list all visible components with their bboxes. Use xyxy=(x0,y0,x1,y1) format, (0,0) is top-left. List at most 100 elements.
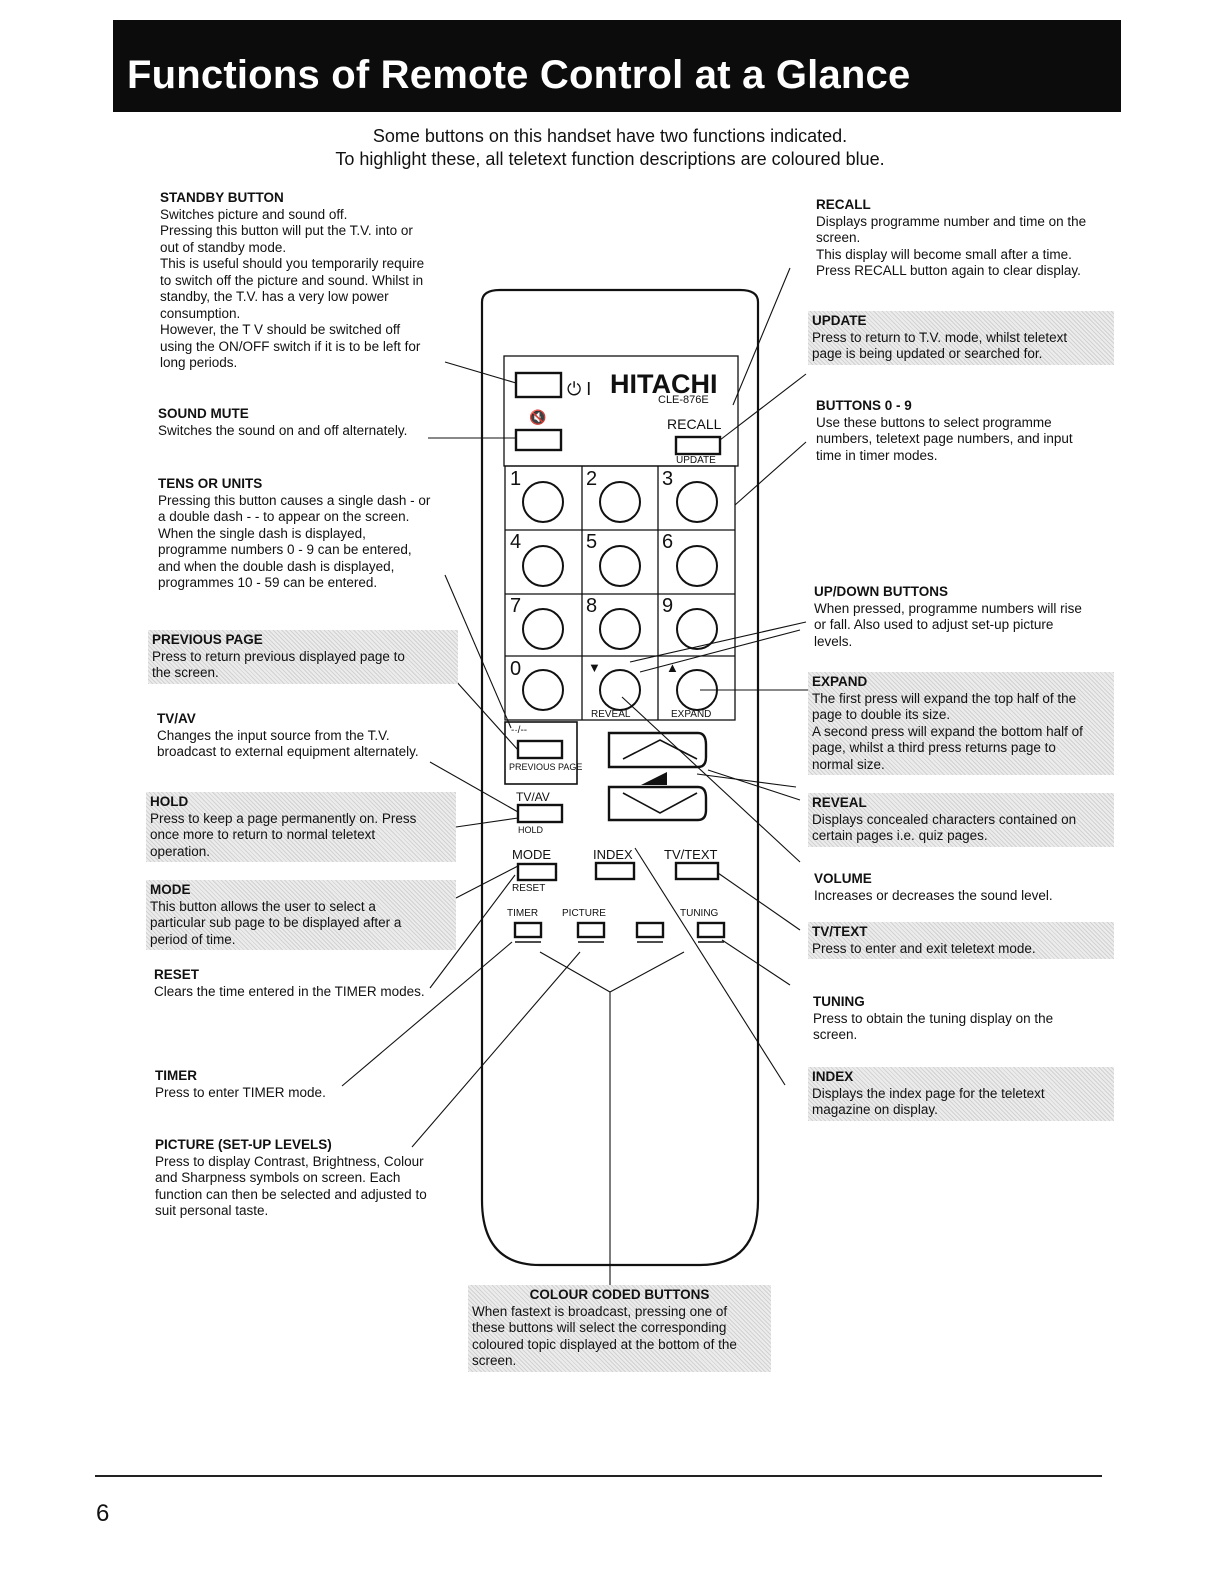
update-line: page is being updated or searched for. xyxy=(812,346,1043,361)
tv-text-line: Press to enter and exit teletext mode. xyxy=(812,940,1036,956)
tv-text-heading: TV/TEXT xyxy=(812,924,868,939)
standby-line: to switch off the picture and sound. Whi… xyxy=(160,272,424,288)
remote-model: CLE-876E xyxy=(658,394,709,406)
tens-units-line: Pressing this button causes a single das… xyxy=(158,492,431,508)
intro-line-1: Some buttons on this handset have two fu… xyxy=(372,126,848,146)
standby-description: STANDBY BUTTON Switches picture and soun… xyxy=(160,190,450,372)
index-line: magazine on display. xyxy=(812,1102,938,1117)
digit-6: 6 xyxy=(662,531,673,553)
reset-heading: RESET xyxy=(154,967,200,982)
expand-description: EXPAND The first press will expand the t… xyxy=(808,672,1114,775)
standby-line: standby, the T.V. has a very low power xyxy=(160,289,389,304)
expand-label: EXPAND xyxy=(671,709,711,720)
up-arrow-icon: ▲ xyxy=(666,660,679,675)
expand-line: The first press will expand the top half… xyxy=(812,690,1077,706)
colour-coded-line: these buttons will select the correspond… xyxy=(472,1320,727,1335)
recall-line: This display will become small after a t… xyxy=(816,246,1072,262)
up-down-line: When pressed, programme numbers will ris… xyxy=(814,600,1082,616)
hold-line: once more to return to normal teletext xyxy=(150,827,376,842)
hold-heading: HOLD xyxy=(150,794,189,809)
expand-line: A second press will expand the bottom ha… xyxy=(812,723,1083,739)
picture-heading: PICTURE (SET-UP LEVELS) xyxy=(155,1137,332,1152)
sound-mute-heading: SOUND MUTE xyxy=(158,406,249,421)
tens-units-line: programmes 10 - 59 can be entered. xyxy=(158,575,378,590)
tuning-heading: TUNING xyxy=(813,994,865,1009)
mode-line: particular sub page to be displayed afte… xyxy=(150,915,402,930)
tv-text-label: TV/TEXT xyxy=(664,847,718,862)
sound-mute-line: Switches the sound on and off alternatel… xyxy=(158,422,408,438)
picture-line: suit personal taste. xyxy=(155,1203,269,1218)
digit-0: 0 xyxy=(510,658,521,680)
standby-line: out of standby mode. xyxy=(160,239,287,255)
volume-description: VOLUME Increases or decreases the sound … xyxy=(814,871,1104,904)
buttons-0-9-line: time in timer modes. xyxy=(816,447,938,463)
tens-units-line: and when the double dash is displayed, xyxy=(158,558,395,574)
previous-page-label: PREVIOUS PAGE xyxy=(509,762,582,772)
update-label: UPDATE xyxy=(676,455,716,466)
picture-line: Press to display Contrast, Brightness, C… xyxy=(155,1153,424,1169)
buttons-0-9-line: numbers, teletext page numbers, and inpu… xyxy=(816,431,1073,446)
mode-line: period of time. xyxy=(150,931,236,947)
standby-heading: STANDBY BUTTON xyxy=(160,190,284,205)
picture-line: and Sharpness symbols on screen. Each xyxy=(155,1170,401,1185)
tv-text-description: TV/TEXT Press to enter and exit teletext… xyxy=(808,922,1114,959)
mode-line: This button allows the user to select a xyxy=(150,898,376,914)
timer-line: Press to enter TIMER mode. xyxy=(155,1084,326,1100)
up-down-heading: UP/DOWN BUTTONS xyxy=(814,584,948,599)
up-down-line: levels. xyxy=(814,633,853,649)
picture-line: function can then be selected and adjust… xyxy=(155,1186,427,1202)
digit-1: 1 xyxy=(510,468,521,490)
volume-heading: VOLUME xyxy=(814,871,872,886)
digit-2: 2 xyxy=(586,468,597,490)
buttons-0-9-heading: BUTTONS 0 - 9 xyxy=(816,398,912,413)
recall-description: RECALL Displays programme number and tim… xyxy=(816,197,1106,280)
standby-line: long periods. xyxy=(160,355,238,370)
mute-icon: 🔇 xyxy=(529,409,546,426)
standby-line: consumption. xyxy=(160,305,241,321)
intro-line-2: To highlight these, all teletext functio… xyxy=(335,149,885,169)
reset-label: RESET xyxy=(512,883,545,894)
hold-description: HOLD Press to keep a page permanently on… xyxy=(146,792,456,862)
index-description: INDEX Displays the index page for the te… xyxy=(808,1067,1114,1121)
mode-label: MODE xyxy=(512,847,551,862)
tens-units-description: TENS OR UNITS Pressing this button cause… xyxy=(158,476,448,592)
update-description: UPDATE Press to return to T.V. mode, whi… xyxy=(808,311,1114,365)
colour-coded-description: COLOUR CODED BUTTONS When fastext is bro… xyxy=(468,1285,771,1372)
down-arrow-icon: ▼ xyxy=(588,660,601,675)
hold-line: operation. xyxy=(150,843,211,859)
standby-power-icon: ⏻ I xyxy=(567,379,591,399)
hold-label: HOLD xyxy=(518,825,544,835)
picture-label: PICTURE xyxy=(562,908,606,919)
colour-coded-heading: COLOUR CODED BUTTONS xyxy=(529,1287,710,1302)
tens-units-line: programme numbers 0 - 9 can be entered, xyxy=(158,542,412,557)
previous-page-line: the screen. xyxy=(152,665,219,680)
tv-av-label: TV/AV xyxy=(516,790,550,804)
expand-heading: EXPAND xyxy=(812,674,868,689)
tv-av-heading: TV/AV xyxy=(157,711,196,726)
reset-description: RESET Clears the time entered in the TIM… xyxy=(154,967,444,1000)
timer-heading: TIMER xyxy=(155,1068,197,1083)
timer-label: TIMER xyxy=(507,908,538,919)
previous-page-line: Press to return previous displayed page … xyxy=(152,648,405,664)
tens-units-heading: TENS OR UNITS xyxy=(158,476,263,491)
tv-av-line: broadcast to external equipment alternat… xyxy=(157,744,419,759)
recall-line: screen. xyxy=(816,230,861,245)
reset-line: Clears the time entered in the TIMER mod… xyxy=(154,983,425,999)
reveal-description: REVEAL Displays concealed characters con… xyxy=(808,793,1114,847)
expand-line: page to double its size. xyxy=(812,707,951,722)
buttons-0-9-description: BUTTONS 0 - 9 Use these buttons to selec… xyxy=(816,398,1106,464)
digit-5: 5 xyxy=(586,531,597,553)
mode-description: MODE This button allows the user to sele… xyxy=(146,880,456,950)
colour-coded-line: When fastext is broadcast, pressing one … xyxy=(472,1303,728,1319)
reveal-label: REVEAL xyxy=(591,709,631,720)
intro-text: Some buttons on this handset have two fu… xyxy=(200,125,1020,171)
digit-8: 8 xyxy=(586,595,597,617)
recall-line: Displays programme number and time on th… xyxy=(816,213,1087,229)
up-down-line: or fall. Also used to adjust set-up pict… xyxy=(814,617,1054,632)
standby-line: using the ON/OFF switch if it is to be l… xyxy=(160,338,421,354)
colour-coded-line: screen. xyxy=(472,1353,517,1368)
expand-line: page, whilst a third press returns page … xyxy=(812,740,1056,755)
tv-av-line: Changes the input source from the T.V. xyxy=(157,727,390,743)
update-line: Press to return to T.V. mode, whilst tel… xyxy=(812,329,1068,345)
